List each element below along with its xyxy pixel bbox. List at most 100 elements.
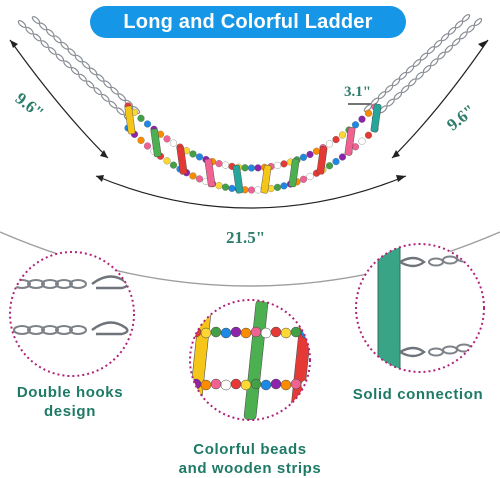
chain-link xyxy=(101,93,110,102)
bead xyxy=(358,115,366,123)
bead xyxy=(221,183,230,191)
bead xyxy=(200,379,212,391)
chain-link xyxy=(74,54,84,63)
detail-circle-beads xyxy=(189,299,311,421)
chain-link xyxy=(17,20,27,28)
bead xyxy=(190,378,202,390)
chain-link xyxy=(53,35,62,44)
chain-link xyxy=(363,104,373,112)
bead xyxy=(221,161,230,169)
chain-link xyxy=(55,279,73,289)
chain-link xyxy=(27,325,45,335)
wooden-rung xyxy=(150,128,162,158)
bead xyxy=(338,131,347,139)
chain-link xyxy=(55,325,73,335)
bead xyxy=(195,175,204,183)
bead xyxy=(241,164,249,172)
bead xyxy=(325,162,334,170)
caption-line-1: Colorful beads xyxy=(193,441,307,458)
bead xyxy=(290,326,302,338)
ladder xyxy=(124,102,382,194)
banner-title: Long and Colorful Ladder xyxy=(123,10,373,33)
bead xyxy=(228,184,236,192)
wooden-pole xyxy=(377,244,401,372)
chain-link xyxy=(415,71,424,80)
connector-hook xyxy=(399,256,426,268)
bead xyxy=(169,139,178,147)
chain-link xyxy=(393,91,403,100)
chain-link xyxy=(31,16,41,24)
bead xyxy=(200,327,212,339)
bead xyxy=(332,135,340,144)
wooden-rung xyxy=(232,164,244,194)
chain-link xyxy=(444,44,454,53)
chain-link xyxy=(41,325,59,335)
bead xyxy=(332,157,340,166)
caption-line-2: and wooden strips xyxy=(178,460,322,477)
bead xyxy=(364,109,373,117)
bead xyxy=(143,120,152,128)
chain-link xyxy=(32,33,42,42)
title-banner: Long and Colorful Ladder xyxy=(90,6,406,38)
rung-spacing-label: 3.1" xyxy=(344,84,372,100)
bead xyxy=(273,161,282,169)
snap-hook xyxy=(91,321,129,336)
chain-link xyxy=(13,325,31,335)
chain-link xyxy=(117,93,126,102)
bead xyxy=(270,378,282,390)
bead xyxy=(240,379,252,391)
bead xyxy=(299,175,308,183)
bead xyxy=(306,172,314,180)
bead xyxy=(300,327,310,339)
bead xyxy=(290,378,302,390)
chain-link xyxy=(459,31,468,40)
circle-border xyxy=(355,243,485,373)
wooden-rung xyxy=(124,105,136,135)
bead xyxy=(280,327,292,339)
chain-link xyxy=(422,65,432,73)
bead xyxy=(260,327,272,339)
chain-link xyxy=(41,279,59,289)
chain-link xyxy=(25,26,34,35)
hanging-chains xyxy=(17,14,483,122)
wooden-rung xyxy=(344,126,356,156)
bead xyxy=(247,186,256,194)
bead xyxy=(306,150,314,158)
dimension-arrowheads xyxy=(10,40,488,182)
caption-line-1: Double hooks xyxy=(16,384,124,401)
chain-link xyxy=(110,86,119,95)
connector-hook xyxy=(399,346,426,358)
chain-link xyxy=(69,279,87,289)
dimension-arcs xyxy=(9,39,489,209)
chain-link xyxy=(408,78,417,87)
bead xyxy=(280,182,288,190)
bead xyxy=(195,153,204,161)
wooden-rung xyxy=(260,164,272,194)
left-dimension-arc xyxy=(9,39,109,159)
bead xyxy=(189,172,197,180)
bead xyxy=(169,161,178,169)
chain-link xyxy=(473,18,483,26)
wooden-rung xyxy=(176,145,188,175)
chain-link xyxy=(96,73,105,82)
chain-link xyxy=(60,41,69,50)
bead xyxy=(210,326,222,338)
wooden-rung xyxy=(204,158,216,188)
bead xyxy=(220,327,232,339)
bead xyxy=(137,136,145,144)
bead xyxy=(215,182,223,190)
chain-link xyxy=(386,98,395,107)
chain-link xyxy=(81,61,91,69)
bead xyxy=(250,326,262,338)
caption-colorful-beads: Colorful beads and wooden strips xyxy=(165,440,335,478)
chain-link xyxy=(55,53,65,62)
chain-link xyxy=(78,73,87,82)
chain-link xyxy=(38,22,48,31)
bead xyxy=(247,164,256,172)
chain-link xyxy=(437,51,446,60)
bead xyxy=(358,137,366,145)
chain-link xyxy=(46,28,55,37)
circle-border xyxy=(9,251,135,377)
bead xyxy=(351,121,360,129)
